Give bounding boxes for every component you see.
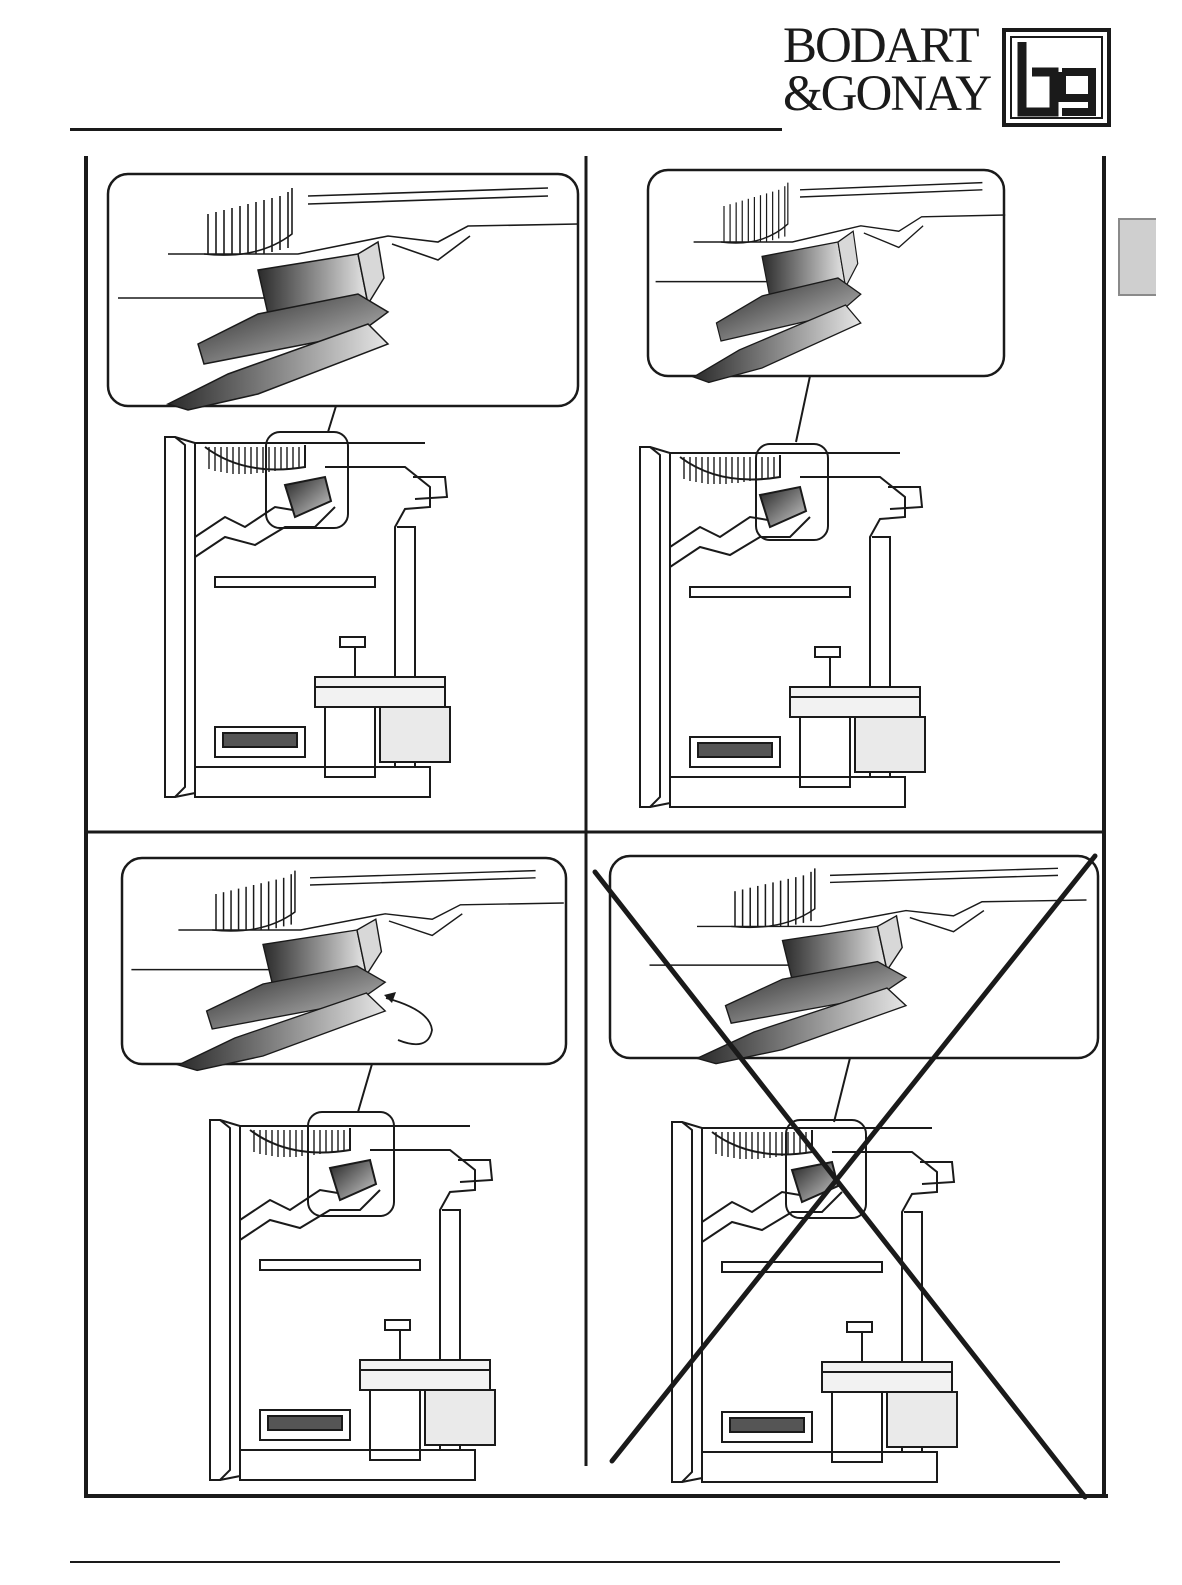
figure-top-left bbox=[108, 174, 578, 797]
figure-bottom-left bbox=[122, 858, 566, 1480]
footer-rule bbox=[70, 1561, 1060, 1563]
figure-top-right bbox=[640, 170, 1005, 807]
figure-bottom-right bbox=[595, 856, 1098, 1497]
